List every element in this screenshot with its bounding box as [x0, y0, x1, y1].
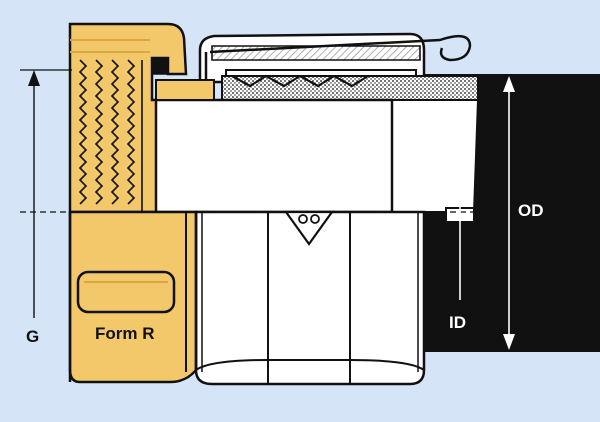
g-dimension [20, 69, 72, 318]
form-r-label: Form R [95, 324, 155, 343]
od-dimension [503, 76, 515, 350]
od-label: OD [518, 201, 544, 220]
id-dimension [454, 102, 466, 300]
ferrule-lower [194, 210, 426, 386]
braid-layer [221, 69, 479, 101]
union-nut-upper [68, 22, 215, 214]
wave-diamond-logo-icon [283, 210, 335, 246]
g-label: G [26, 327, 39, 346]
union-nut-lower [68, 210, 198, 384]
id-label: ID [449, 313, 466, 332]
nipple-tube [153, 98, 394, 214]
